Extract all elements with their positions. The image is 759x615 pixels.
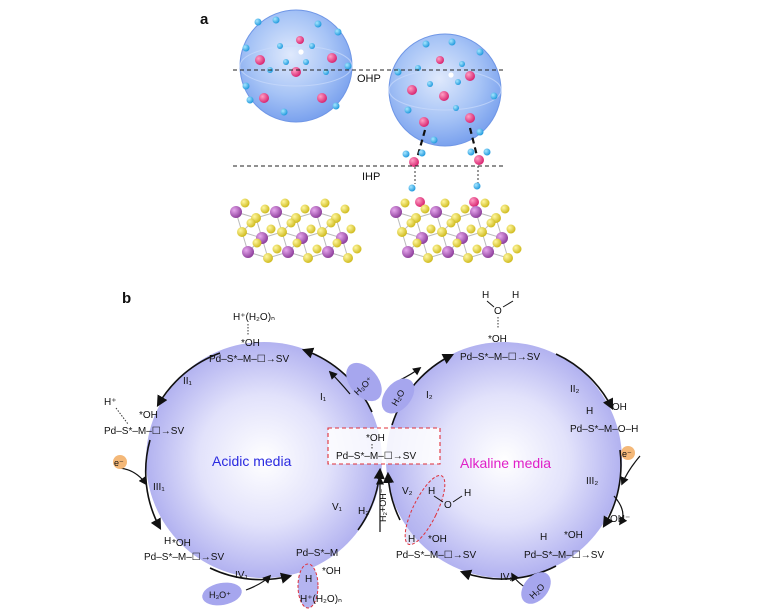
acidic-h2: H₂ (358, 506, 369, 517)
alkaline-step-II: II₂ (570, 384, 580, 395)
arrow-acidic-II (156, 352, 221, 407)
h2o-blob-bottom (521, 572, 551, 604)
arrow-acidic-IV (209, 567, 293, 584)
h-pair-highlight (297, 563, 319, 609)
h3o-blob-bottom (202, 582, 242, 606)
adsorbed-oh-left (415, 197, 425, 207)
alkaline-step-IV: IV₂ (500, 572, 513, 583)
acidic-bottom-formula: Pd–S*–M–☐→SV (144, 552, 224, 563)
alkaline-bl-oh: *OH (428, 534, 447, 545)
alkaline-cycle-circle (386, 342, 622, 578)
alkaline-bl-formula: Pd–S*–M–☐→SV (396, 550, 476, 561)
ihp-label: IHP (362, 171, 380, 183)
arrow-alkaline-IV (459, 565, 557, 581)
acidic-top-oh: *OH (241, 338, 260, 349)
bond-right (468, 127, 480, 161)
alkaline-top-o: O (494, 306, 502, 317)
alkaline-step-I: I₂ (426, 390, 433, 401)
h3o-blob-top (346, 362, 382, 402)
acidic-step-IV: IV₁ (235, 570, 248, 581)
center-formula: Pd–S*–M–☐→SV (336, 451, 416, 462)
alkaline-media-title: Alkaline media (460, 455, 551, 471)
acidic-left-oh: *OH (139, 410, 158, 421)
acidic-br-formula: Pd–S*–M (296, 548, 338, 559)
acidic-bottom-h: H (164, 536, 171, 547)
alkaline-h2-oh: H₂+OH⁻ (378, 488, 388, 522)
alkaline-top-h1: H (482, 290, 489, 301)
alkaline-right-h: H (586, 406, 593, 417)
catalyst-slab-left (230, 198, 362, 263)
alkaline-bottom-oh: *OH (564, 530, 583, 541)
alkaline-bottom-h: H (540, 532, 547, 543)
acidic-media-title: Acidic media (212, 453, 292, 469)
acidic-bottom-oh: *OH (172, 538, 191, 549)
arrow-alkaline-II (555, 353, 614, 410)
acidic-electron: e⁻ (114, 458, 124, 468)
alkaline-step-III: III₂ (586, 476, 598, 487)
ihp-water-right (467, 148, 491, 165)
electron-badge-alkaline (621, 446, 635, 460)
acidic-step-II: II₁ (183, 376, 193, 387)
solvated-ion-sphere-right (388, 33, 502, 147)
adsorbed-h-right (473, 182, 481, 190)
catalyst-slab-right (390, 198, 522, 263)
alkaline-bl-h3: H (408, 534, 415, 545)
acidic-cycle-circle (146, 342, 382, 578)
h2o-blob-top (381, 378, 415, 414)
acidic-left-formula: Pd–S*–M–☐→SV (104, 426, 184, 437)
alkaline-top-formula: Pd–S*–M–☐→SV (460, 352, 540, 363)
acidic-br-h: H (305, 574, 312, 585)
arrow-alkaline-III (602, 449, 622, 528)
acidic-step-I: I₁ (320, 392, 327, 403)
panel-b-label: b (122, 290, 131, 307)
arrow-acidic-I (301, 347, 373, 413)
alkaline-step-V: V₂ (402, 486, 413, 497)
alkaline-top-h2: H (512, 290, 519, 301)
acidic-step-III: III₁ (153, 482, 165, 493)
adsorbed-oh-right (469, 197, 479, 207)
alkaline-top-oh: *OH (488, 334, 507, 345)
arrow-alkaline-V (382, 471, 401, 521)
panel-a: a (200, 9, 522, 263)
alkaline-bl-h1: H (428, 486, 435, 497)
panel-b: b *OH (104, 290, 641, 609)
electron-badge-acidic (113, 455, 127, 469)
acidic-left-h: H⁺ (104, 397, 117, 408)
acidic-h3o-bottom: H₃O⁺ (209, 590, 231, 600)
ihp-water-left (402, 149, 426, 167)
center-oh: *OH (366, 433, 385, 444)
acidic-step-V: V₁ (332, 502, 343, 513)
bond-left (414, 129, 427, 163)
alkaline-electron: e⁻ (622, 449, 632, 459)
water-highlight (404, 474, 446, 546)
arrow-acidic-V (357, 467, 385, 531)
solvated-ion-sphere-left (239, 9, 353, 123)
ohp-label: OHP (357, 73, 381, 85)
acidic-br-h2: H⁺(H₂O)ₙ (300, 594, 342, 605)
alkaline-bl-o: O (444, 500, 452, 511)
acidic-top-formula: Pd–S*–M–☐→SV (209, 354, 289, 365)
alkaline-bottom-formula: Pd–S*–M–☐→SV (524, 550, 604, 561)
adsorbed-h-left (408, 184, 416, 192)
alkaline-oh-minus: OH⁻ (610, 514, 630, 525)
acidic-br-oh: *OH (322, 566, 341, 577)
alkaline-bl-h2: H (464, 488, 471, 499)
shared-intermediate-box (327, 427, 441, 465)
alkaline-right-formula: Pd–S*–M–O–H (570, 424, 638, 435)
acidic-top-h: H⁺(H₂O)ₙ (233, 312, 275, 323)
panel-a-label: a (200, 11, 209, 28)
arrow-alkaline-I (391, 353, 455, 426)
alkaline-right-oh: *OH (608, 402, 627, 413)
